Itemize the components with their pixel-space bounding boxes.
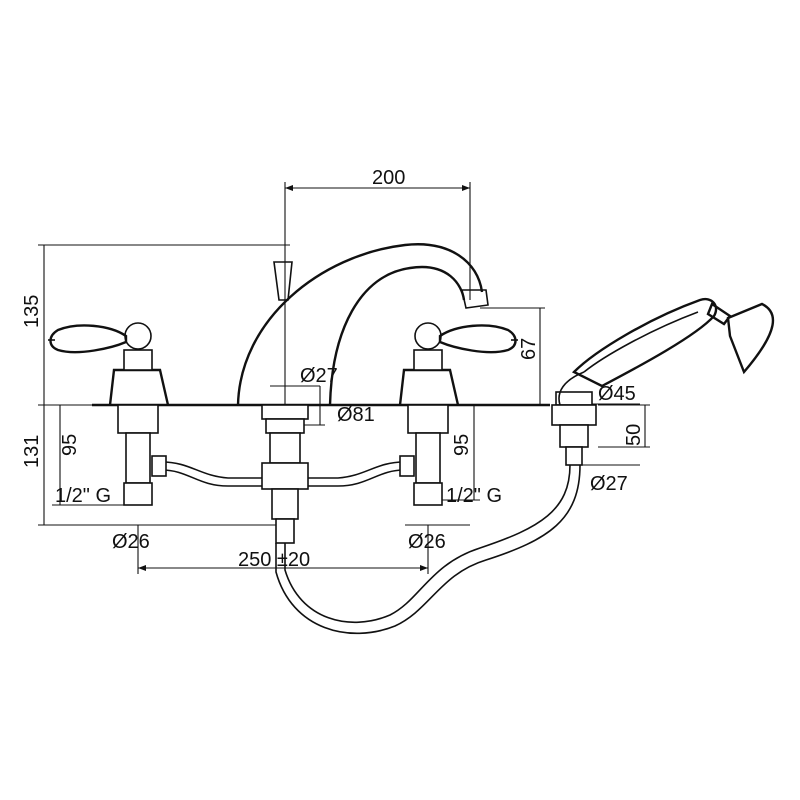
valve-left-nut: [117, 404, 159, 434]
arrow-200-left: [285, 185, 293, 191]
spout-inner-curve: [328, 265, 466, 406]
pipe-left-lower: [161, 469, 262, 487]
spout-cross-fitting: [261, 462, 309, 490]
pipe-right-lower: [308, 469, 405, 487]
valve-left-bonnet: [123, 349, 153, 371]
diverter-knob-icon: [273, 261, 293, 301]
label-hose-holder-dia: Ø45: [598, 383, 636, 405]
hand-shower: [571, 297, 775, 388]
valve-right-bonnet: [413, 349, 443, 371]
shower-hose-outer: [284, 464, 571, 623]
valve-right-tail: [415, 432, 441, 484]
arrow-250-right: [420, 565, 428, 571]
label-thread-left: 1/2" G: [55, 485, 111, 507]
arrow-200-right: [462, 185, 470, 191]
valve-right-thread: [413, 482, 443, 506]
valve-right-nut: [407, 404, 449, 434]
label-overall-height: 135: [21, 295, 43, 328]
hose-holder-outlet: [565, 446, 583, 466]
label-hose-holder-tail: 50: [623, 424, 645, 446]
hose-holder: [551, 391, 597, 466]
pipe-right-upper: [308, 461, 405, 479]
hand-shower-grip-line: [583, 311, 699, 373]
lever-right-handle-icon: [438, 324, 517, 354]
pipe-left-upper: [161, 461, 262, 479]
label-thread-right: 1/2" G: [446, 485, 502, 507]
spout-nut-1: [261, 404, 309, 420]
spout-nut-2: [265, 418, 305, 434]
spout-lower-body: [271, 488, 299, 520]
label-spout-base-dia: Ø81: [337, 404, 375, 426]
valve-right: [398, 322, 518, 506]
spout-outer-curve: [236, 243, 484, 406]
hose-holder-cap: [555, 391, 593, 406]
lever-left-handle-icon: [49, 324, 128, 354]
label-hose-outlet-dia: Ø27: [590, 473, 628, 495]
label-spout-outlet-height: 67: [518, 338, 540, 360]
hand-shower-neck: [706, 302, 732, 326]
valve-left: [48, 322, 170, 506]
valve-right-body: [398, 368, 460, 406]
valve-left-thread: [123, 482, 153, 506]
label-valve-left-dia: Ø26: [112, 531, 150, 553]
label-tail-left: 95: [59, 434, 81, 456]
label-spout-reach: 200: [372, 167, 405, 189]
shower-head-icon: [726, 302, 775, 375]
hose-holder-shank: [559, 424, 589, 448]
valve-left-body: [108, 368, 170, 406]
spout-outlet: [461, 289, 489, 309]
hose-top: [558, 371, 585, 406]
label-spacing: 250 ±20: [238, 549, 310, 571]
label-below-deck-total: 131: [21, 435, 43, 468]
spout-shank: [269, 432, 301, 464]
valve-left-tail: [125, 432, 151, 484]
label-valve-right-dia: Ø26: [408, 531, 446, 553]
hose-connector: [275, 518, 295, 544]
shower-hose-inner: [275, 464, 581, 635]
valve-right-cap: [414, 322, 442, 350]
arrow-250-left: [138, 565, 146, 571]
hand-shower-handle: [571, 297, 718, 388]
pipe-left-fitting: [151, 455, 167, 477]
label-tail-center: 95: [451, 434, 473, 456]
hose-holder-nut: [551, 404, 597, 426]
valve-left-cap: [124, 322, 152, 350]
label-spout-neck-dia: Ø27: [300, 365, 338, 387]
pipe-right-fitting: [399, 455, 415, 477]
